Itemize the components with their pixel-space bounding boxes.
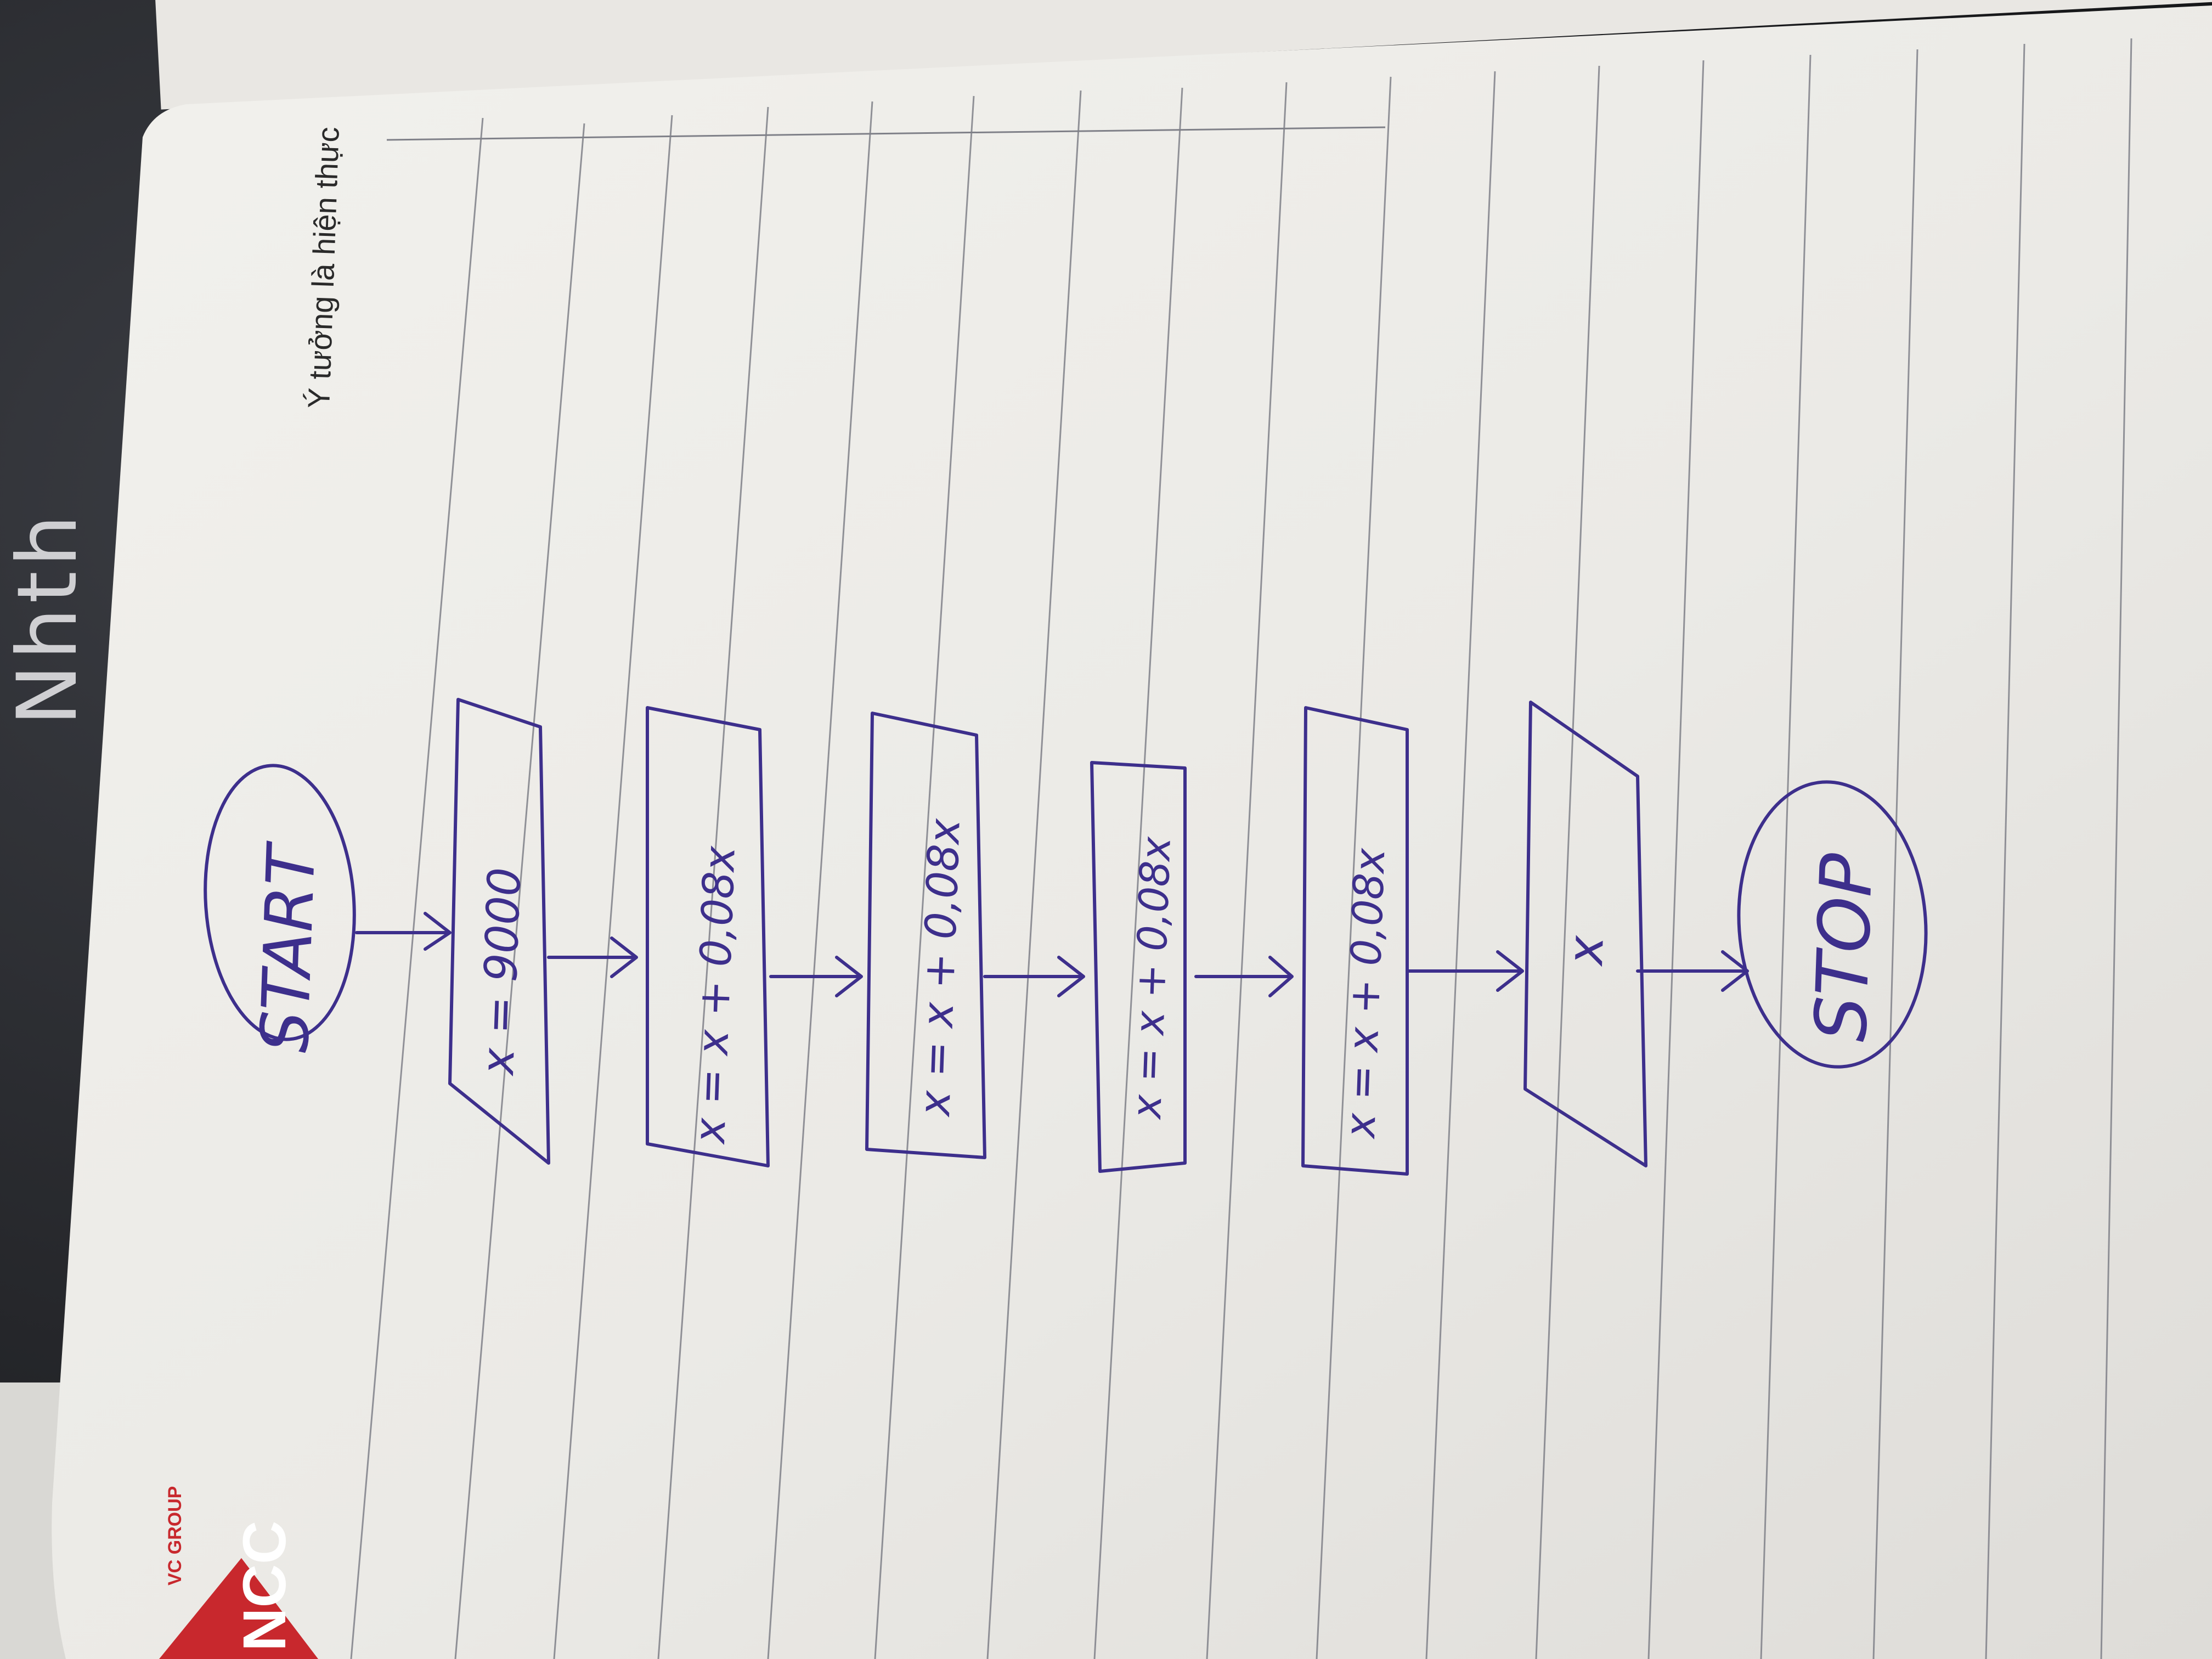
- arrow-start-to-input: [355, 912, 452, 951]
- arrow-step3-to-step4: [1194, 956, 1294, 997]
- rule-line: [454, 123, 585, 1659]
- rule-line: [1647, 60, 1705, 1659]
- rule-line: [1985, 43, 2025, 1659]
- arrow-step1-to-step2: [769, 956, 863, 997]
- slogan-underline: [386, 126, 1386, 141]
- input-parallelogram: [448, 698, 550, 1165]
- process-box-4: [1301, 706, 1409, 1176]
- rule-line: [986, 90, 1082, 1659]
- rule-line: [2100, 38, 2132, 1659]
- rule-line: [1535, 65, 1600, 1659]
- arrow-input-to-step1: [547, 936, 638, 978]
- rule-line: [874, 95, 975, 1659]
- output-trapezoid: [1523, 701, 1647, 1167]
- rule-line: [1093, 87, 1183, 1659]
- rule-line: [767, 101, 873, 1659]
- rule-line: [1206, 82, 1288, 1659]
- logo-letters: NCC: [231, 1521, 298, 1651]
- start-label: START: [247, 839, 330, 1054]
- rule-line: [657, 106, 769, 1659]
- arrow-step2-to-step3: [983, 956, 1085, 997]
- output-label: x: [1556, 934, 1615, 968]
- ruled-lines: [350, 38, 2132, 1659]
- process-box-3: [1090, 761, 1187, 1173]
- flowchart: [204, 698, 1928, 1176]
- flowchart-labels: START x = 9000 x = x + 0,08x x = x + 0,0…: [247, 817, 1889, 1146]
- input-label: x = 9000: [472, 867, 531, 1077]
- rule-line: [553, 115, 673, 1659]
- rule-line: [1425, 71, 1496, 1659]
- stop-label: STOP: [1799, 852, 1889, 1043]
- rule-line: [1316, 76, 1392, 1659]
- step-2-label: x = x + 0,08x: [910, 817, 970, 1119]
- step-3-label: x = x + 0,08x: [1123, 835, 1180, 1120]
- rule-line: [1760, 54, 1812, 1659]
- start-terminator: [204, 764, 356, 1041]
- logo-red-triangle: [159, 1558, 318, 1659]
- process-box-2: [865, 712, 986, 1159]
- logo-group-label: VC GROUP: [165, 1486, 185, 1585]
- stop-terminator: [1737, 780, 1928, 1069]
- arrow-step4-to-output: [1406, 950, 1524, 992]
- step-1-label: x = x + 0,08x: [685, 845, 745, 1146]
- notebook-sheet: [52, 5, 2212, 1659]
- rule-line: [350, 117, 484, 1659]
- step-4-label: x = x + 0,08x: [1335, 847, 1394, 1140]
- brand-logo: NCC VC GROUP: [159, 1486, 318, 1659]
- process-box-1: [646, 706, 770, 1167]
- rule-line: [1872, 49, 1918, 1659]
